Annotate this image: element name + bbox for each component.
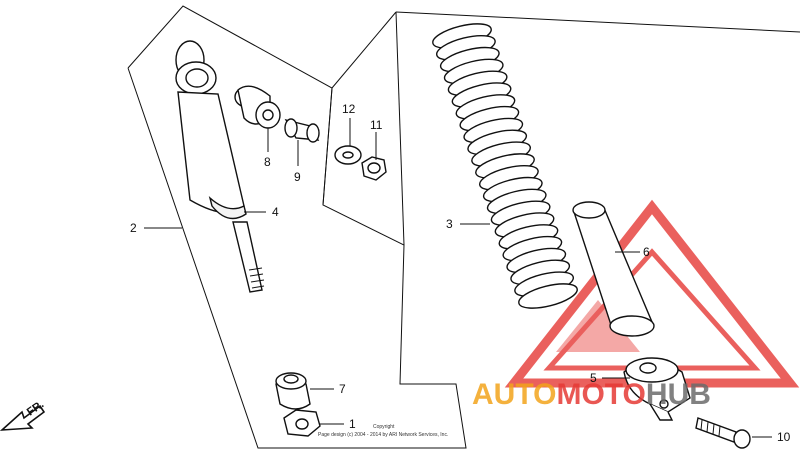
label-part-9: 9 [294,170,301,184]
watermark-text: AUTOMOTOHUB [472,378,711,411]
label-part-4: 4 [272,205,279,219]
coil-spring-part [432,23,578,309]
spring-coil [518,283,578,309]
spring-collar-part [572,201,655,337]
copyright-line-1: Copyright [373,424,395,430]
lock-nut-part [283,409,321,437]
watermark-word-moto: MOTO [556,378,645,411]
assembly-outline-left [127,5,467,449]
label-part-5: 5 [590,371,597,385]
label-part-2: 2 [130,221,137,235]
label-part-3: 3 [446,217,453,231]
washer-part [334,145,362,165]
front-direction-arrow: FR. [0,398,46,431]
rubber-bush-part [275,372,311,410]
assembly-outline-right [395,11,800,33]
collar-part [284,118,320,143]
label-part-1: 1 [349,417,356,431]
label-part-11: 11 [370,118,383,132]
leader-lines [144,118,772,438]
label-part-7: 7 [339,382,346,396]
label-part-12: 12 [342,102,356,116]
bolt-part [695,417,751,449]
watermark-word-auto: AUTO [472,378,556,411]
copyright-line-2: Page design (c) 2004 - 2014 by ARI Netwo… [318,432,448,438]
label-part-8: 8 [264,155,271,169]
assembly-outline-hardware [322,11,397,206]
label-part-10: 10 [777,430,791,444]
hex-nut-part [361,156,387,181]
label-part-6: 6 [643,245,650,259]
spring-seat-part [623,357,691,421]
bushing-part [234,85,281,129]
watermark-word-hub: HUB [646,378,711,411]
shock-absorber-part [175,40,265,293]
